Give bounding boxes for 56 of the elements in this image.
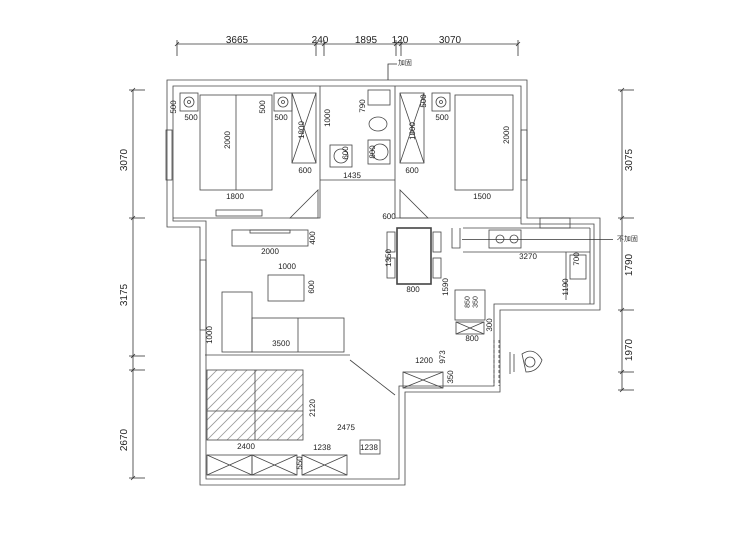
dimension-label: 600 bbox=[342, 146, 350, 160]
dimension-label: 2120 bbox=[309, 399, 317, 417]
dimension-label: 500 bbox=[184, 114, 198, 122]
dimension-label: 2400 bbox=[237, 443, 255, 451]
dimension-label: 1590 bbox=[442, 278, 450, 296]
dimension-label: 800 bbox=[406, 286, 420, 294]
dimension-label: 1200 bbox=[415, 357, 433, 365]
dimension-label: 800 bbox=[369, 145, 377, 159]
dimension-label: 3070 bbox=[120, 148, 130, 172]
dimension-label: 1790 bbox=[625, 254, 635, 276]
dimension-label: 1435 bbox=[343, 172, 361, 180]
leader-line bbox=[462, 239, 614, 240]
dimension-label: 1238 bbox=[313, 444, 331, 452]
dimension-label: 1800 bbox=[226, 193, 244, 201]
dimension-label: 1000 bbox=[206, 326, 214, 344]
dimension-label: 790 bbox=[359, 99, 367, 113]
dimension-label: 2670 bbox=[120, 428, 130, 452]
dimension-label: 973 bbox=[439, 350, 447, 364]
dimension-label: 3665 bbox=[226, 36, 248, 46]
dimension-label: 800 bbox=[465, 335, 479, 343]
dimension-label: 500 bbox=[435, 114, 449, 122]
dimension-label: 240 bbox=[312, 36, 328, 46]
dimension-label: 400 bbox=[309, 231, 317, 245]
dimension-label: 1190 bbox=[562, 278, 570, 296]
dimension-label: 1800 bbox=[298, 121, 306, 139]
dimension-label: 2475 bbox=[337, 424, 355, 432]
dimension-label: 3270 bbox=[519, 253, 537, 261]
dimension-label: 1000 bbox=[278, 263, 296, 271]
dimension-label: 500 bbox=[259, 100, 267, 114]
dimension-label: 1800 bbox=[409, 122, 417, 140]
dimension-label: 3500 bbox=[272, 340, 290, 348]
dimension-label: 3175 bbox=[120, 284, 130, 306]
dimension-label: 3070 bbox=[438, 36, 462, 46]
leader-line bbox=[388, 64, 398, 80]
dimension-label: 2000 bbox=[224, 131, 232, 149]
dimension-label: 600 bbox=[298, 167, 312, 175]
dimension-label: 500 bbox=[274, 114, 288, 122]
dimension-label: 1350 bbox=[385, 249, 393, 267]
dimension-label: 500 bbox=[420, 94, 428, 108]
dimension-label: 3075 bbox=[625, 148, 635, 172]
dimension-label: 1970 bbox=[625, 338, 635, 362]
dimension-label: 1500 bbox=[473, 193, 491, 201]
dimension-label: 2000 bbox=[503, 126, 511, 144]
dimension-label: 550 bbox=[296, 456, 304, 470]
dimension-label: 600 bbox=[382, 213, 396, 221]
dimension-label: 600 bbox=[308, 280, 316, 294]
dimension-label: 700 bbox=[573, 252, 581, 266]
dimension-label: 1895 bbox=[354, 36, 378, 46]
dimension-label: 1238 bbox=[360, 444, 378, 452]
dimension-label: 120 bbox=[392, 36, 408, 46]
dimension-label: 2000 bbox=[261, 248, 279, 256]
dimension-label: 300 bbox=[486, 318, 494, 332]
dimension-label: 350 bbox=[447, 370, 455, 384]
dimension-label: 1000 bbox=[324, 109, 332, 127]
dimension-label: 500 bbox=[170, 100, 178, 114]
dimension-label: 600 bbox=[405, 167, 419, 175]
